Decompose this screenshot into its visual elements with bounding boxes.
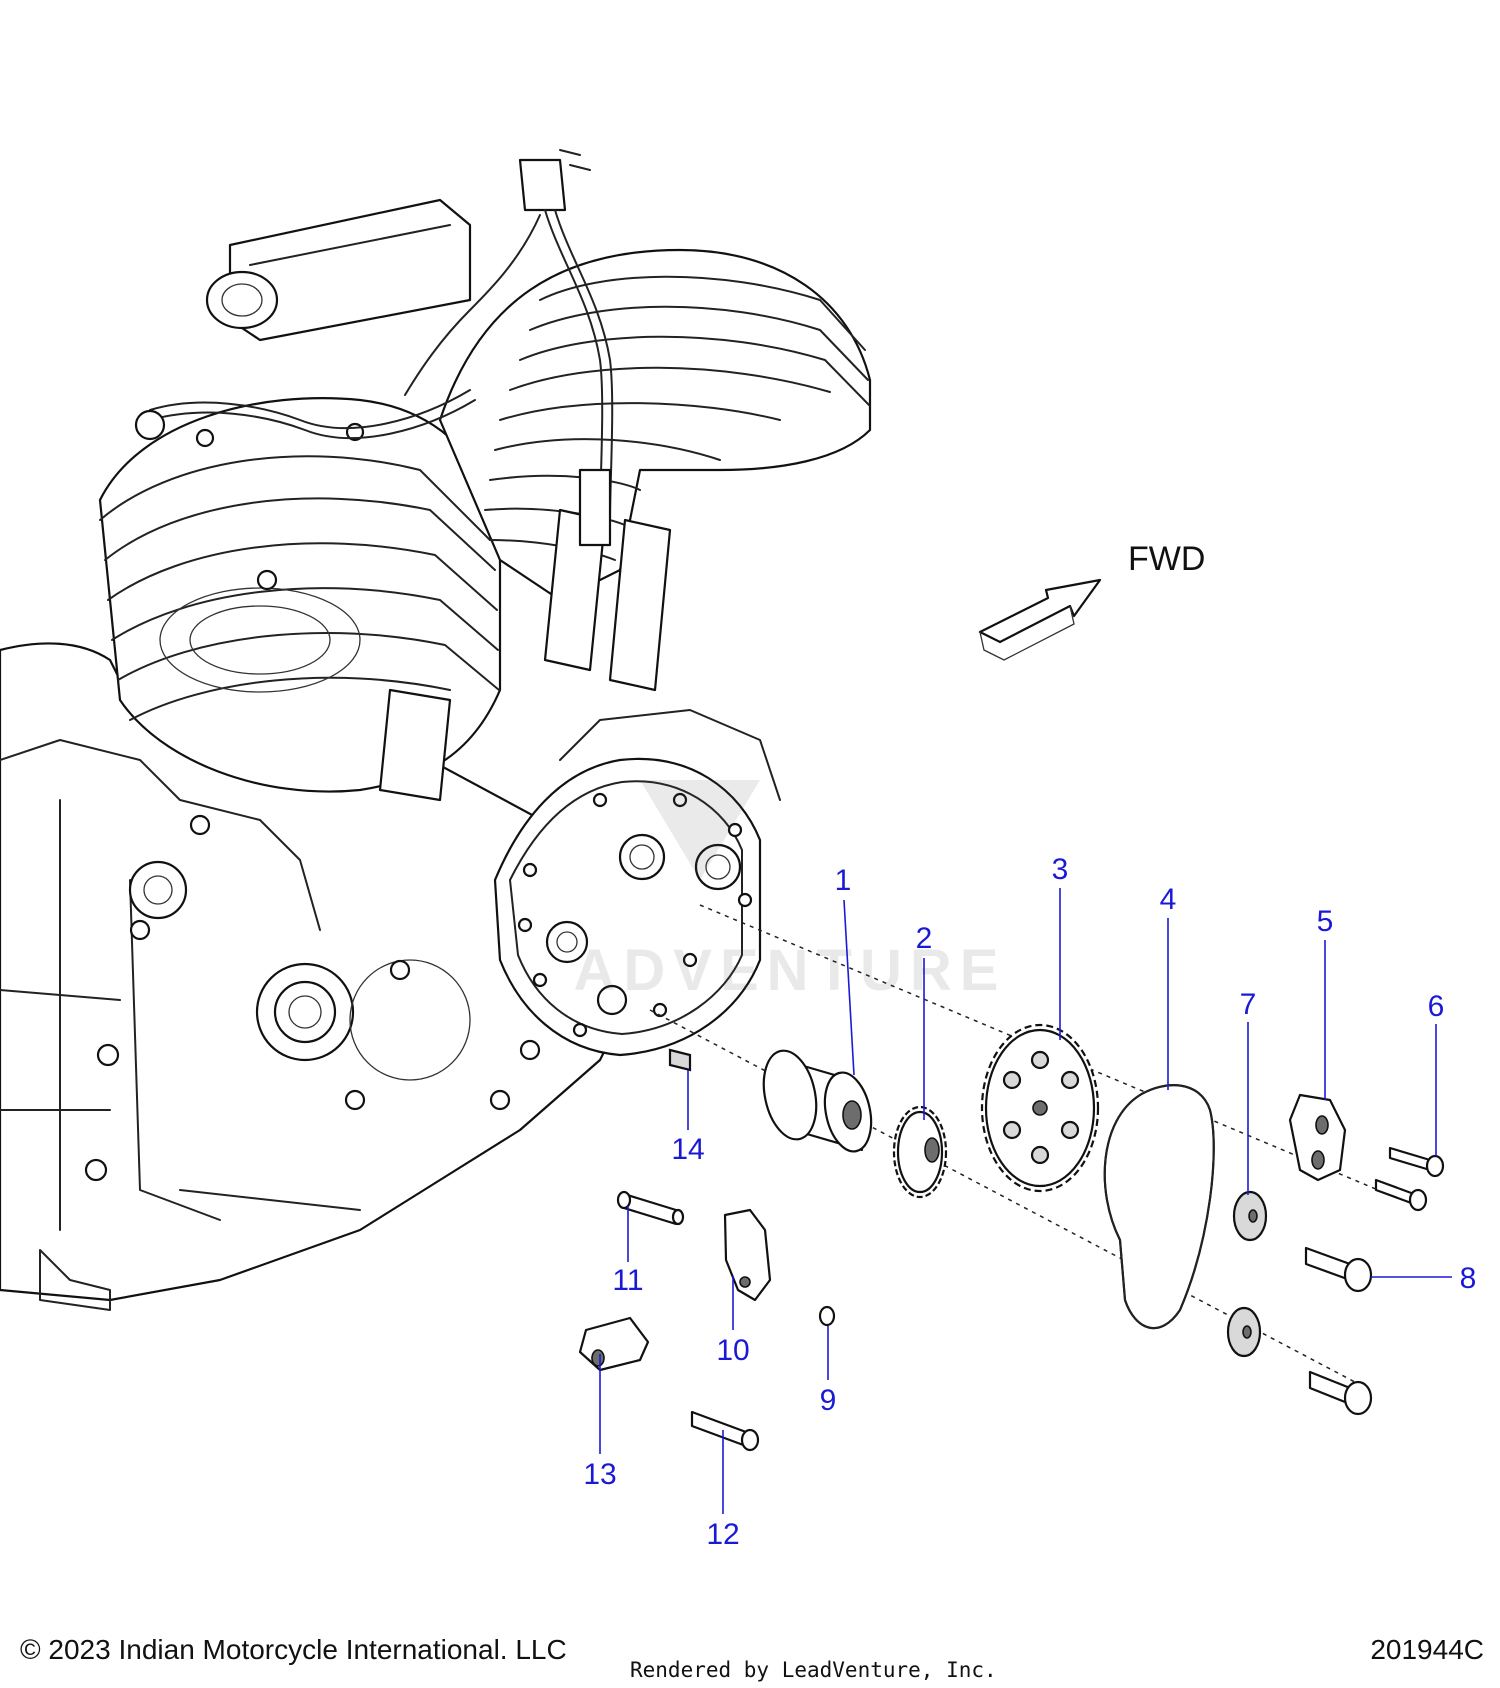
callout-1: 1 — [835, 864, 855, 1076]
fwd-label: FWD — [1128, 540, 1205, 578]
copyright-text: © 2023 Indian Motorcycle International. … — [20, 1634, 567, 1665]
svg-text:7: 7 — [1240, 988, 1257, 1021]
svg-text:11: 11 — [612, 1264, 643, 1297]
svg-text:9: 9 — [820, 1384, 837, 1417]
svg-text:5: 5 — [1317, 905, 1334, 938]
part-13-bracket — [578, 1316, 650, 1372]
rendered-by-text: Rendered by LeadVenture, Inc. — [630, 1658, 997, 1682]
watermark: ADVENTURE — [574, 780, 1007, 1003]
forward-arrow-icon: FWD — [978, 540, 1205, 661]
callout-12: 12 — [706, 1430, 740, 1551]
callout-2: 2 — [916, 922, 933, 1120]
part-2-small-gear — [892, 1105, 948, 1199]
callout-11: 11 — [612, 1206, 644, 1297]
part-14-key — [668, 1048, 692, 1072]
exploded-parts — [578, 1023, 1445, 1452]
callout-10: 10 — [716, 1276, 750, 1367]
part-6-bolts — [1374, 1146, 1445, 1212]
part-10-lever — [723, 1208, 772, 1302]
svg-text:2: 2 — [916, 922, 933, 955]
svg-text:4: 4 — [1160, 883, 1177, 916]
part-4-timing-belt — [1103, 1084, 1215, 1330]
callout-3: 3 — [1052, 853, 1069, 1040]
part-1-bushing — [762, 1049, 873, 1153]
part-12-screw — [690, 1410, 760, 1452]
svg-text:14: 14 — [671, 1133, 704, 1166]
watermark-text: ADVENTURE — [574, 938, 1007, 1003]
svg-text:8: 8 — [1460, 1262, 1477, 1295]
part-3-cam-sprocket — [980, 1023, 1100, 1193]
callouts: 1 2 3 4 5 6 7 8 — [583, 853, 1476, 1551]
svg-text:1: 1 — [835, 864, 852, 897]
callout-9: 9 — [820, 1326, 837, 1417]
part-7-washer-upper — [1232, 1190, 1268, 1242]
callout-13: 13 — [583, 1354, 617, 1491]
callout-6: 6 — [1428, 990, 1445, 1156]
svg-text:13: 13 — [583, 1458, 616, 1491]
part-8-bolt-lower — [1308, 1370, 1373, 1416]
svg-text:10: 10 — [716, 1334, 749, 1367]
engine-illustration — [0, 149, 872, 1311]
diagram-id: 201944C — [1370, 1634, 1484, 1665]
part-11-pin — [616, 1190, 685, 1226]
callout-5: 5 — [1317, 905, 1334, 1100]
part-8-bolt-upper — [1304, 1246, 1373, 1293]
part-5-tensioner-bracket — [1288, 1093, 1347, 1182]
part-7-washer-lower — [1226, 1306, 1262, 1358]
callout-7: 7 — [1240, 988, 1257, 1195]
svg-text:6: 6 — [1428, 990, 1445, 1023]
svg-text:12: 12 — [706, 1518, 739, 1551]
part-9-clip — [818, 1305, 836, 1327]
callout-14: 14 — [671, 1070, 705, 1166]
callout-8: 8 — [1371, 1262, 1476, 1295]
svg-text:3: 3 — [1052, 853, 1069, 886]
callout-4: 4 — [1160, 883, 1177, 1090]
